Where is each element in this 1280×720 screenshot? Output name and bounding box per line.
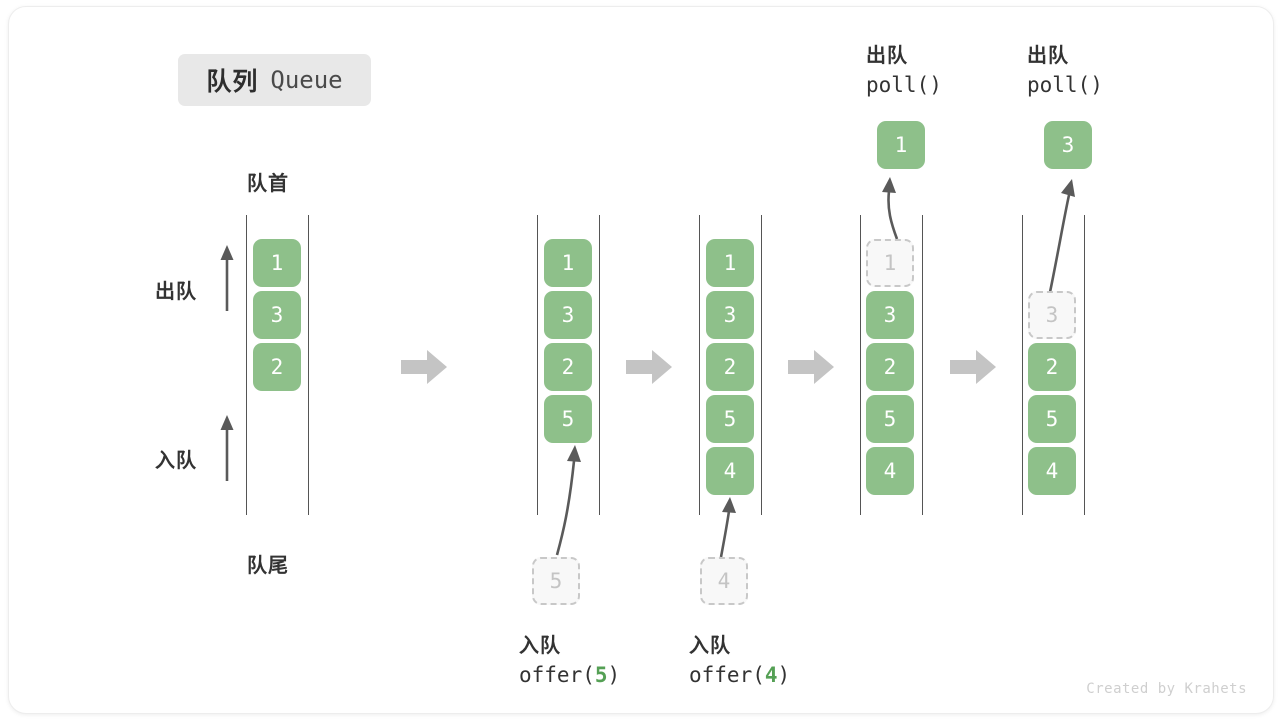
- diagram-card: 队列 Queue 队首 队尾 出队 入队 1 3 2 1 3 2 5 5 入队 …: [8, 6, 1274, 714]
- removed-element: 3: [1028, 291, 1076, 339]
- enqueue-direction-arrow-icon: [220, 415, 234, 481]
- stage-caption-cn: 入队: [519, 635, 561, 657]
- code-suffix: ): [777, 663, 791, 687]
- stage-caption-code: poll(): [866, 73, 942, 97]
- queue-cell: 4: [866, 447, 914, 495]
- title-cn: 队列: [206, 68, 259, 96]
- stage-transition-arrow-icon: [626, 350, 672, 384]
- queue-cell: 5: [706, 395, 754, 443]
- dequeue-direction-arrow-icon: [220, 245, 234, 311]
- code-suffix: ): [607, 663, 621, 687]
- queue-cell: 1: [544, 239, 592, 287]
- queue-cell: 1: [706, 239, 754, 287]
- queue-cell: 3: [544, 291, 592, 339]
- stage-caption-cn: 出队: [1027, 45, 1069, 67]
- stage-caption-code: offer(4): [689, 663, 790, 687]
- queue-rail-left: [860, 215, 861, 515]
- code-argument: 4: [764, 663, 778, 687]
- queue-cell: 4: [1028, 447, 1076, 495]
- queue-cell: 5: [866, 395, 914, 443]
- queue-cell: 2: [866, 343, 914, 391]
- stage-caption-cn: 入队: [689, 635, 731, 657]
- stage-caption-code: offer(5): [519, 663, 620, 687]
- queue-rail-right: [308, 215, 309, 515]
- queue-cell: 1: [253, 239, 301, 287]
- popped-element: 1: [877, 121, 925, 169]
- incoming-element: 5: [532, 557, 580, 605]
- dequeue-motion-arrow-icon: [1047, 179, 1075, 298]
- dequeue-motion-arrow-icon: [882, 177, 899, 240]
- diagram-title-badge: 队列 Queue: [178, 54, 371, 106]
- code-argument: 5: [594, 663, 608, 687]
- popped-element: 3: [1044, 121, 1092, 169]
- queue-rail-right: [922, 215, 923, 515]
- queue-cell: 2: [706, 343, 754, 391]
- queue-rail-left: [537, 215, 538, 515]
- dequeue-label: 出队: [155, 281, 197, 303]
- queue-rail-right: [599, 215, 600, 515]
- queue-cell: 4: [706, 447, 754, 495]
- queue-cell: 2: [544, 343, 592, 391]
- queue-rail-left: [699, 215, 700, 515]
- enqueue-motion-arrow-icon: [719, 497, 736, 558]
- queue-cell: 5: [1028, 395, 1076, 443]
- queue-cell: 5: [544, 395, 592, 443]
- title-en: Queue: [270, 66, 343, 94]
- stage-transition-arrow-icon: [788, 350, 834, 384]
- front-label: 队首: [247, 173, 289, 195]
- stage-caption-cn: 出队: [866, 45, 908, 67]
- queue-rail-right: [1084, 215, 1085, 515]
- stage-transition-arrow-icon: [401, 350, 447, 384]
- code-prefix: offer(: [519, 663, 595, 687]
- watermark: Created by Krahets: [1086, 681, 1247, 697]
- enqueue-motion-arrow-icon: [555, 445, 581, 556]
- enqueue-label: 入队: [155, 450, 197, 472]
- queue-cell: 3: [866, 291, 914, 339]
- queue-cell: 3: [706, 291, 754, 339]
- stage-caption-code: poll(): [1027, 73, 1103, 97]
- queue-rail-left: [246, 215, 247, 515]
- queue-cell: 2: [1028, 343, 1076, 391]
- code-prefix: offer(: [689, 663, 765, 687]
- rear-label: 队尾: [247, 555, 289, 577]
- removed-element: 1: [866, 239, 914, 287]
- queue-rail-left: [1022, 215, 1023, 515]
- stage-transition-arrow-icon: [950, 350, 996, 384]
- queue-cell: 2: [253, 343, 301, 391]
- incoming-element: 4: [700, 557, 748, 605]
- queue-rail-right: [761, 215, 762, 515]
- queue-cell: 3: [253, 291, 301, 339]
